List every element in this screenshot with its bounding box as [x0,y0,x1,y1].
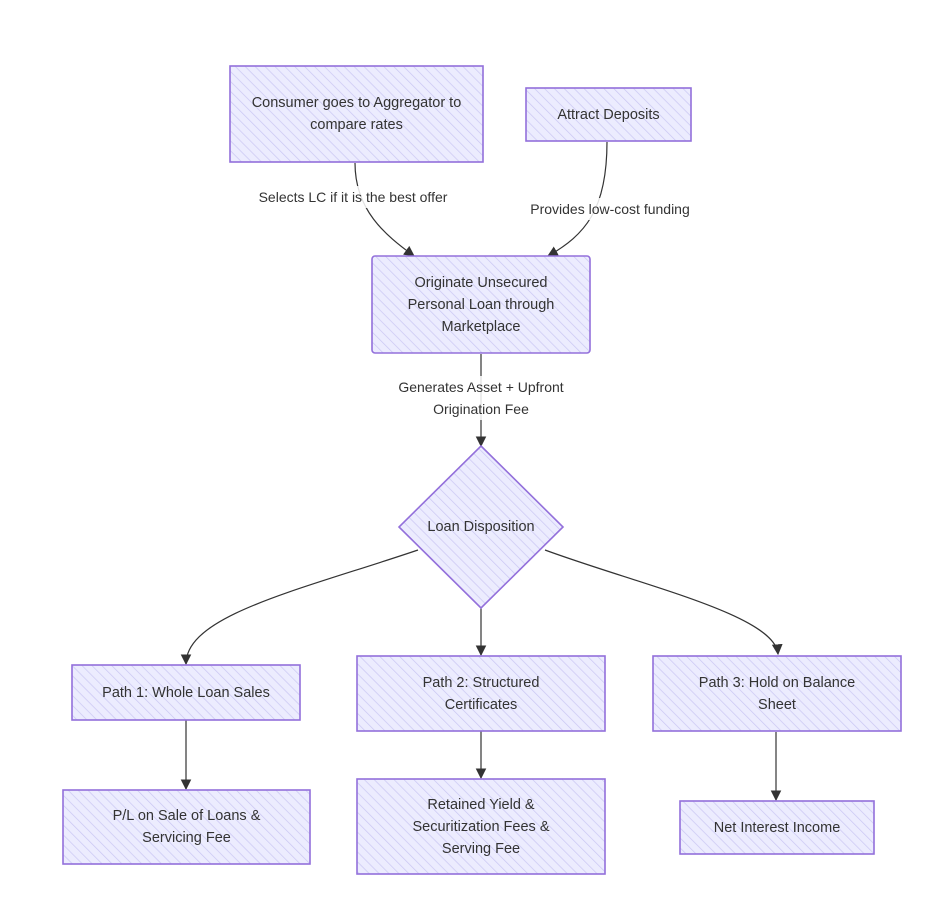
path2-node-label: Path 2: Structured Certificates [422,674,540,713]
edge-consumer-to-originate [354,162,415,257]
edge-label-consumer-to-originate: Selects LC if it is the best offer [258,186,448,208]
edge-label-originate-to-disposition: Generates Asset + Upfront Origination Fe… [382,376,580,420]
edges [180,141,783,802]
edge-label-deposits-to-originate: Provides low-cost funding [515,198,705,220]
result2-node-label: Retained Yield & Securitization Fees & S… [412,796,550,857]
path2-node-shape [356,655,606,732]
edge-disposition-to-path1 [180,549,419,666]
path3-node-label: Path 3: Hold on Balance Sheet [698,674,856,713]
result3-node-label: Net Interest Income [713,819,841,836]
result1-node-label: P/L on Sale of Loans & Servicing Fee [112,808,261,846]
path3-node-shape [652,655,902,732]
consumer-node-label: Consumer goes to Aggregator to compare r… [251,95,462,133]
path1-node-label: Path 1: Whole Loan Sales [102,684,270,701]
disposition-node-label: Loan Disposition [427,519,535,535]
deposits-node-label: Attract Deposits [557,106,660,123]
node-shapes [62,65,902,875]
originate-node-shape [371,255,591,354]
result2-node-shape [356,778,606,875]
deposits-node-shape [525,87,692,142]
result3-node-shape [679,800,875,855]
originate-node-label: Originate Unsecured Personal Loan throug… [407,274,555,335]
consumer-node-shape [229,65,484,163]
path1-node-shape [71,664,301,721]
result1-node-shape [62,789,311,865]
disposition-node-shape [397,444,565,610]
edge-disposition-to-path3 [544,549,783,656]
